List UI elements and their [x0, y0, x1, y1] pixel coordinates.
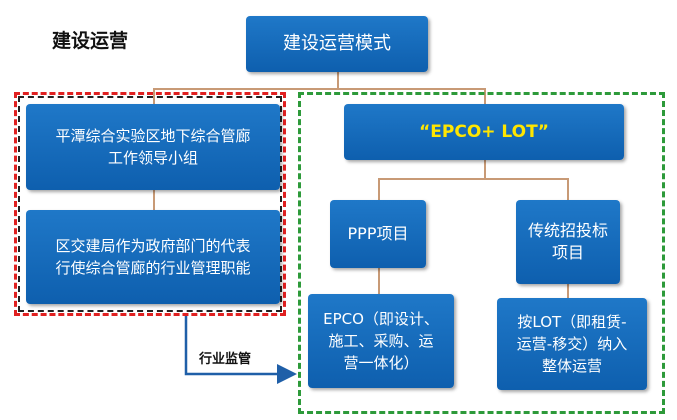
connector-right-down [484, 160, 486, 178]
connector-ppp-epco [378, 268, 380, 294]
left-group-frame [14, 92, 286, 316]
connector-right-horizontal [378, 178, 568, 180]
supervision-arrow [184, 316, 297, 384]
section-title: 建设运营 [52, 30, 129, 52]
tender-box: 传统招投标 项目 [516, 200, 620, 284]
lot-box-label: 按LOT（即租赁- 运营-移交）纳入 整体运营 [516, 313, 628, 375]
left-box-leading-group: 平潭综合实验区地下综合管廊 工作领导小组 [26, 104, 280, 190]
connector-top-down [337, 72, 339, 88]
lot-box: 按LOT（即租赁- 运营-移交）纳入 整体运营 [497, 298, 647, 390]
top-box: 建设运营模式 [246, 16, 428, 72]
ppp-box-label: PPP项目 [347, 224, 409, 243]
connector-to-tender [567, 178, 569, 200]
epco-box-label: EPCO（即设计、 施工、采购、运 营一体化） [323, 310, 439, 372]
left-group-inner-frame [18, 96, 282, 312]
connector-horizontal-top [153, 88, 485, 90]
tender-box-label: 传统招投标 项目 [527, 221, 608, 262]
left-box-2-label: 区交建局作为政府部门的代表 行使综合管廊的行业管理职能 [55, 237, 251, 277]
epco-box: EPCO（即设计、 施工、采购、运 营一体化） [308, 294, 454, 388]
connector-left-boxes [153, 190, 155, 210]
left-box-authority: 区交建局作为政府部门的代表 行使综合管廊的行业管理职能 [26, 210, 280, 304]
connector-tender-lot [567, 284, 569, 298]
connector-to-ppp [378, 178, 380, 200]
supervision-label: 行业监管 [199, 352, 252, 367]
right-top-box: “EPCO+ LOT” [344, 104, 624, 160]
right-top-box-label: “EPCO+ LOT” [419, 122, 549, 142]
ppp-box: PPP项目 [330, 200, 426, 268]
right-group-frame [298, 92, 665, 414]
connector-to-right [484, 88, 486, 104]
left-box-1-label: 平潭综合实验区地下综合管廊 工作领导小组 [55, 127, 251, 167]
top-box-label: 建设运营模式 [283, 33, 391, 54]
